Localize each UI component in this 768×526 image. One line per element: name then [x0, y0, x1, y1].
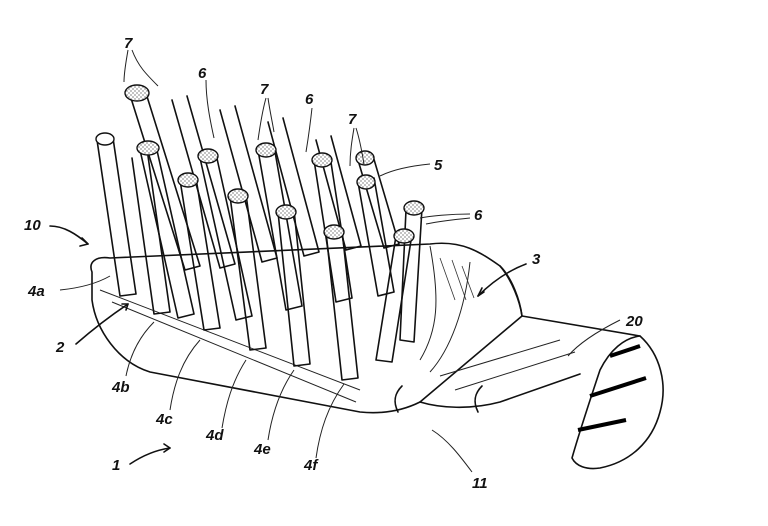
front-tufts	[95, 132, 415, 381]
ref-label-1: 1	[112, 457, 120, 474]
ref-label-6c: 6	[474, 207, 483, 224]
leader-lines	[49, 49, 621, 473]
ref-label-4d: 4d	[205, 427, 224, 444]
ref-label-7a: 7	[124, 35, 133, 52]
ref-label-4c: 4c	[155, 411, 173, 428]
ref-label-11: 11	[472, 475, 488, 492]
reference-labels: 7 6 7 6 7 5 6 10 3 20 4a 2 4b 4c 4d 4e 4…	[24, 35, 643, 492]
ref-label-4a: 4a	[27, 283, 45, 300]
ref-label-10: 10	[24, 217, 41, 234]
ref-label-4e: 4e	[253, 441, 271, 458]
ref-label-5: 5	[434, 157, 443, 174]
ref-label-7b: 7	[260, 81, 269, 98]
handle-section	[571, 335, 664, 470]
ref-label-3: 3	[532, 251, 541, 268]
ref-label-6b: 6	[305, 91, 314, 108]
ref-label-4b: 4b	[111, 379, 130, 396]
ref-label-6a: 6	[198, 65, 207, 82]
back-tufts	[124, 84, 400, 271]
ref-label-4f: 4f	[303, 457, 319, 474]
ref-label-2: 2	[55, 339, 65, 356]
brush-neck	[394, 265, 641, 413]
ref-label-7c: 7	[348, 111, 357, 128]
ref-label-20: 20	[625, 313, 643, 330]
